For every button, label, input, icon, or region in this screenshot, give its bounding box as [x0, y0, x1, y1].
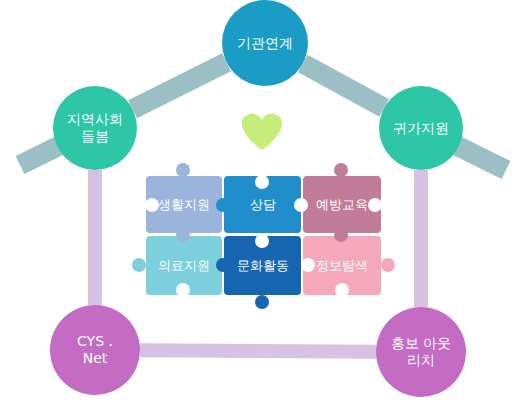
circle-shape [379, 86, 463, 170]
node-label: 홍보 아웃리치 [376, 307, 466, 397]
wall-beam [88, 170, 102, 305]
node-label: 정보탐색 [303, 236, 381, 295]
circle-node: 귀가지원 [379, 86, 463, 170]
circle-node: 홍보 아웃리치 [376, 307, 466, 397]
puzzle-tile: 문화활동 [224, 236, 301, 295]
node-label: 생활지원 [146, 176, 222, 233]
puzzle-hole [145, 198, 159, 212]
node-label: 예방교육 [303, 176, 381, 233]
circle-shape [53, 86, 137, 170]
node-label: 기관연계 [222, 0, 308, 86]
puzzle-knob [334, 228, 348, 242]
puzzle-tile: 정보탐색 [303, 236, 381, 295]
heart-symbol [242, 114, 282, 150]
roof-beam [133, 62, 227, 109]
circle-shape [50, 305, 140, 395]
puzzle-knob [381, 258, 395, 272]
puzzle-hole [294, 198, 308, 212]
puzzle-knob [334, 163, 348, 177]
puzzle-knob [176, 163, 190, 177]
puzzle-knob [216, 198, 230, 212]
node-label: 귀가지원 [379, 86, 463, 170]
puzzle-knob [132, 258, 146, 272]
node-label: 지역사회 돌봄 [53, 86, 137, 170]
circle-node: CYS . Net [50, 305, 140, 395]
circle-shape [376, 307, 466, 397]
puzzle-hole [335, 283, 349, 297]
roof-beam [303, 64, 384, 108]
circle-shape [222, 0, 308, 86]
puzzle-tile: 상담 [224, 176, 301, 233]
circle-node: 기관연계 [222, 0, 308, 86]
wall-beam [414, 170, 428, 307]
puzzle-hole [368, 198, 382, 212]
node-label: CYS . Net [50, 305, 140, 395]
wall-beam [140, 350, 376, 351]
puzzle-hole [176, 283, 190, 297]
puzzle-knob [176, 228, 190, 242]
puzzle-hole [255, 175, 269, 189]
puzzle-knob [216, 258, 230, 272]
puzzle-tile: 생활지원 [146, 176, 222, 233]
puzzle-tile: 의료지원 [146, 236, 222, 295]
node-label: 문화활동 [224, 236, 301, 295]
puzzle-tile: 예방교육 [303, 176, 381, 233]
node-label: 상담 [224, 176, 301, 233]
circle-node: 지역사회 돌봄 [53, 86, 137, 170]
puzzle-hole [255, 234, 269, 248]
puzzle-knob [255, 295, 269, 309]
node-label: 의료지원 [146, 236, 222, 295]
puzzle-hole [301, 258, 315, 272]
